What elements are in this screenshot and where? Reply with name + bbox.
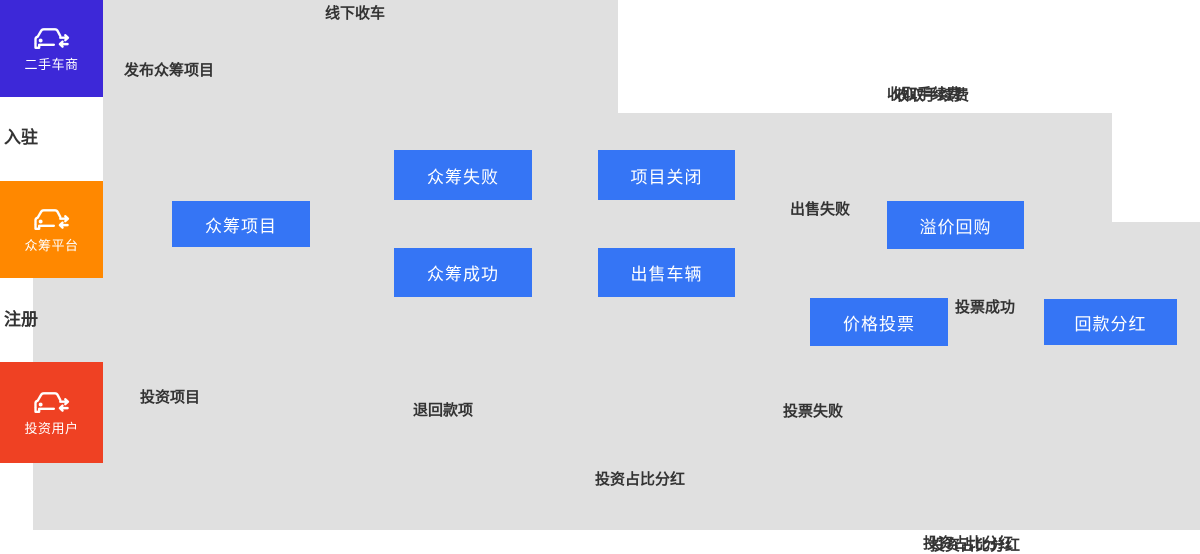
connector-label-register: 注册 bbox=[4, 310, 38, 330]
edge-label-vote-success: 投票成功 bbox=[955, 298, 1016, 316]
car-exchange-icon bbox=[30, 389, 74, 419]
car-exchange-icon bbox=[30, 25, 74, 55]
edge-label-charge-fee: 收取手续费 bbox=[887, 85, 963, 103]
edge-label-charge-fee-duplicate: 收取手续费 bbox=[894, 86, 970, 104]
role-card-investor[interactable]: 投资用户 bbox=[0, 362, 103, 463]
role-card-dealer[interactable]: 二手车商 bbox=[0, 0, 103, 97]
edge-label-invest-share-dividend-duplicate-a: 投资占比分红 bbox=[923, 534, 1014, 552]
connector-label-onboard: 入驻 bbox=[4, 128, 38, 148]
role-card-label: 投资用户 bbox=[24, 422, 79, 437]
node-crowdfund-failed[interactable]: 众筹失败 bbox=[394, 150, 532, 200]
node-crowdfund-project[interactable]: 众筹项目 bbox=[172, 201, 310, 247]
node-refund-dividend[interactable]: 回款分红 bbox=[1044, 299, 1177, 345]
role-card-label: 二手车商 bbox=[24, 58, 79, 73]
role-card-label: 众筹平台 bbox=[24, 239, 79, 254]
edge-label-sell-failed: 出售失败 bbox=[790, 200, 851, 218]
edge-label-refund-payment: 退回款项 bbox=[413, 401, 474, 419]
role-card-platform[interactable]: 众筹平台 bbox=[0, 181, 103, 278]
edge-label-invest-project: 投资项目 bbox=[140, 388, 201, 406]
node-premium-buyback[interactable]: 溢价回购 bbox=[887, 201, 1024, 249]
node-crowdfund-success[interactable]: 众筹成功 bbox=[394, 248, 532, 297]
node-sell-vehicle[interactable]: 出售车辆 bbox=[598, 248, 735, 297]
background-plate-upper-left bbox=[103, 0, 618, 113]
edge-label-invest-share-dividend: 投资占比分红 bbox=[595, 470, 686, 488]
car-exchange-icon bbox=[30, 206, 74, 236]
edge-label-vote-failed: 投票失败 bbox=[783, 402, 844, 420]
edge-label-invest-share-dividend-duplicate-b: 投资占比分红 bbox=[930, 536, 1021, 554]
node-price-vote[interactable]: 价格投票 bbox=[810, 298, 948, 346]
edge-label-publish-crowdfund: 发布众筹项目 bbox=[124, 61, 215, 79]
node-project-closed[interactable]: 项目关闭 bbox=[598, 150, 735, 200]
edge-label-offline-acquire: 线下收车 bbox=[325, 4, 386, 22]
